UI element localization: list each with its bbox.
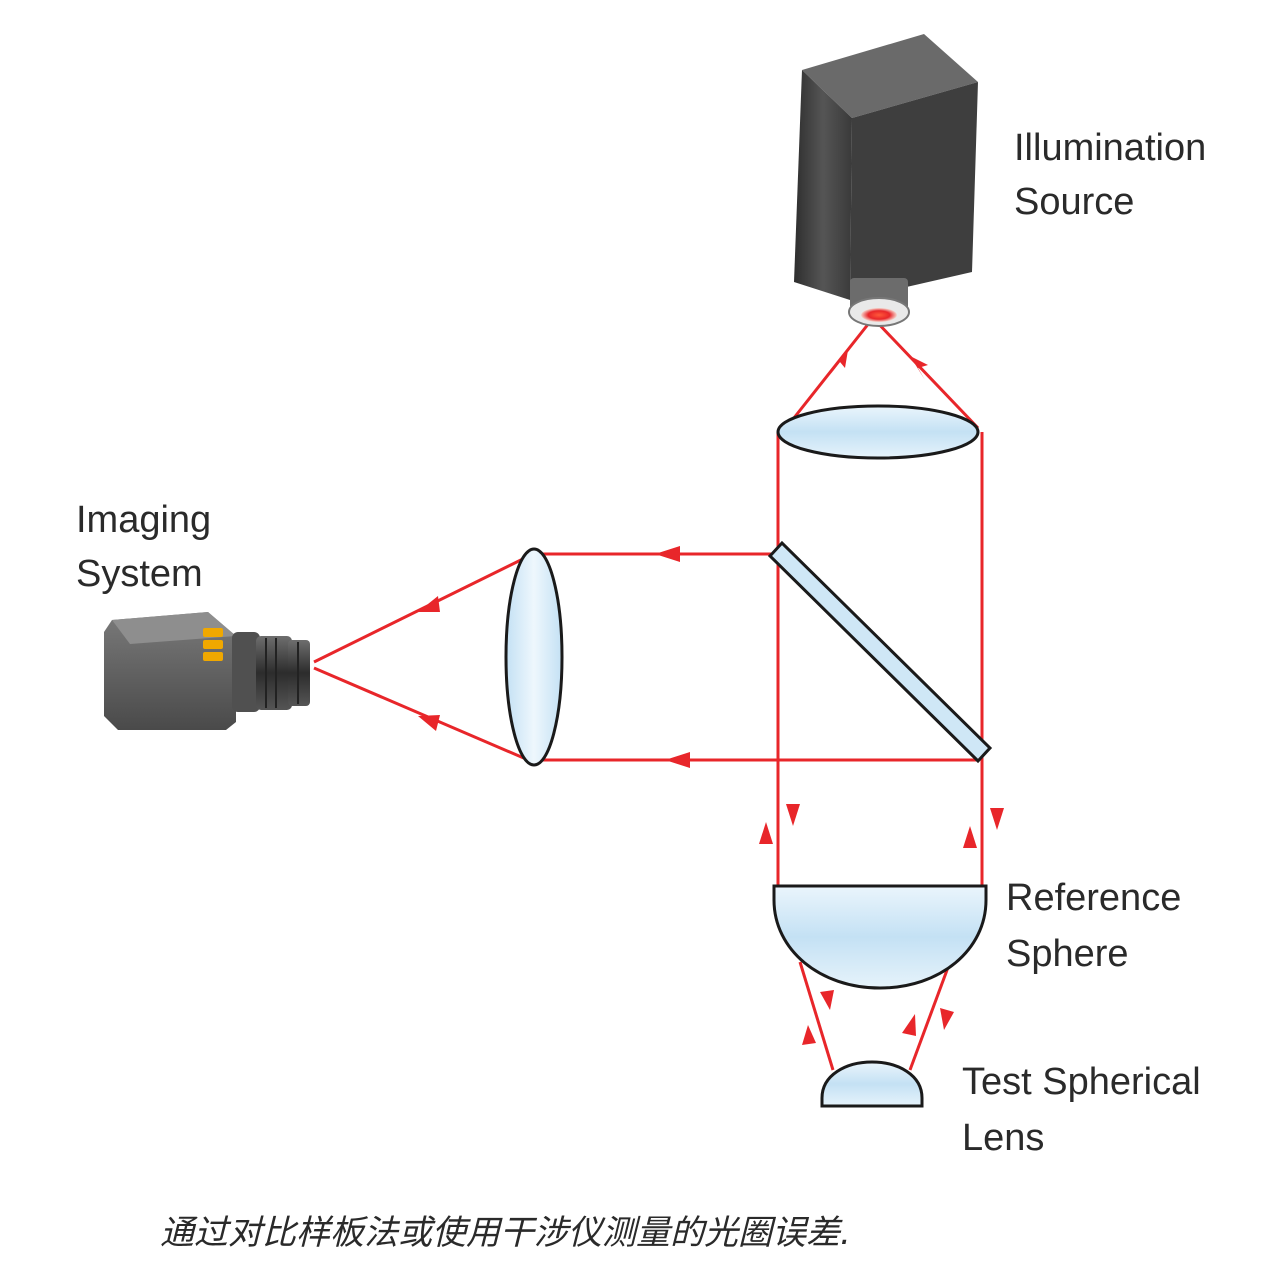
illumination-label-line2: Source — [1014, 181, 1134, 223]
beam-arrows — [418, 350, 1004, 1045]
reference-label-line2: Sphere — [1006, 933, 1129, 975]
arrow-test-right-down — [940, 1008, 954, 1030]
arrow-left-up — [759, 822, 773, 844]
arrow-camera-top — [418, 596, 440, 612]
beam-source-right — [871, 316, 980, 430]
imaging-label-line1: Imaging — [76, 499, 211, 541]
arrow-camera-bottom — [418, 715, 440, 731]
test-label-line2: Lens — [962, 1117, 1044, 1159]
test-label-line1: Test Spherical — [962, 1061, 1201, 1103]
beam-source-left — [784, 317, 875, 429]
imaging-label-line2: System — [76, 553, 203, 595]
illumination-label-line1: Illumination — [1014, 127, 1206, 169]
reference-label-line1: Reference — [1006, 877, 1181, 919]
arrow-source-right — [910, 356, 928, 380]
arrow-test-right-up — [902, 1014, 916, 1036]
arrow-test-left-up — [802, 1025, 816, 1045]
collimating-lens — [776, 404, 980, 460]
reference-sphere — [772, 884, 988, 990]
beam-splitter — [767, 540, 993, 764]
illumination-source-icon — [794, 34, 978, 327]
figure-caption: 通过对比样板法或使用干涉仪测量的光圈误差. — [160, 1213, 851, 1253]
arrow-right-up — [963, 826, 977, 848]
arrow-top-horizontal — [655, 546, 680, 562]
beam-to-test-left — [798, 961, 835, 1071]
test-spherical-lens — [820, 1060, 924, 1108]
camera-icon — [104, 612, 310, 730]
beam-to-camera-bottom — [313, 666, 534, 764]
imaging-lens — [504, 547, 564, 767]
arrow-left-down — [786, 804, 800, 826]
arrow-bottom-horizontal — [665, 752, 690, 768]
beam-to-test-right — [908, 961, 952, 1071]
arrow-source-left — [830, 350, 848, 375]
arrow-right-down — [990, 808, 1004, 830]
arrow-test-left-down — [820, 990, 834, 1010]
